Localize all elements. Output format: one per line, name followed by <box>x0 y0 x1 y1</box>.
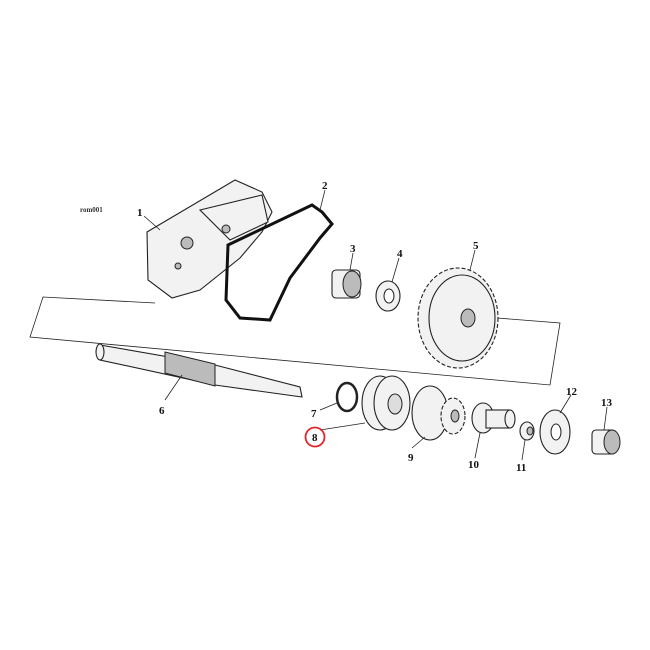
assembly-outline <box>29 296 561 386</box>
callout-3: 3 <box>350 243 356 255</box>
callout-10: 10 <box>468 459 480 471</box>
part-5-gear[interactable] <box>417 267 499 369</box>
callout-8[interactable]: 8 <box>312 432 318 444</box>
part-8-spacer[interactable] <box>361 375 411 431</box>
callout-7: 7 <box>311 408 317 420</box>
part-12-washer[interactable] <box>539 409 571 455</box>
highlight-circle <box>304 426 326 448</box>
part-4-washer[interactable] <box>375 280 401 312</box>
part-7-snap-ring[interactable] <box>335 381 359 413</box>
diagram-code: rom001 <box>80 206 103 214</box>
part-3-bearing[interactable] <box>331 269 362 299</box>
part-13-bearing[interactable] <box>591 429 621 455</box>
callout-6: 6 <box>159 405 165 417</box>
part-9-pinion[interactable] <box>411 385 466 441</box>
part-10-bushing[interactable] <box>471 402 516 434</box>
callout-11: 11 <box>516 462 526 474</box>
leader-lines <box>143 189 608 461</box>
callout-9: 9 <box>408 452 414 464</box>
part-2-gasket[interactable] <box>224 203 334 322</box>
callout-13: 13 <box>601 397 613 409</box>
part-1-housing[interactable] <box>146 179 273 299</box>
callout-5: 5 <box>473 240 479 252</box>
callout-2: 2 <box>322 180 328 192</box>
part-11-nut[interactable] <box>519 421 535 441</box>
part-6-shaft[interactable] <box>95 343 303 398</box>
callout-4: 4 <box>397 248 403 260</box>
callout-1: 1 <box>137 207 143 219</box>
callout-12: 12 <box>566 386 578 398</box>
